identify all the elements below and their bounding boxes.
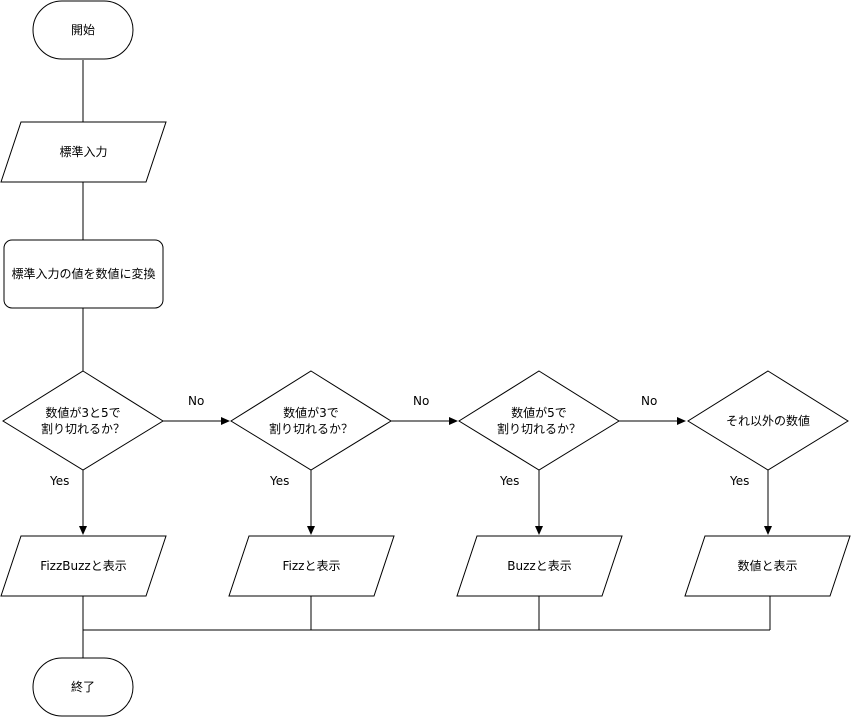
edge-label-no-2: No	[413, 394, 430, 408]
start-terminator	[32, 0, 134, 60]
edge-label-yes-1: Yes	[50, 474, 70, 488]
output-buzz-parallelogram	[456, 535, 623, 597]
output-fizz-parallelogram	[228, 535, 395, 597]
output-fizzbuzz-parallelogram	[0, 535, 167, 597]
connectors	[79, 60, 772, 658]
decision-other	[687, 370, 849, 471]
edge-label-no-1: No	[188, 394, 205, 408]
decision-buzz	[458, 370, 620, 471]
output-number-parallelogram	[684, 535, 851, 597]
edge-label-yes-2: Yes	[270, 474, 290, 488]
edge-label-yes-3: Yes	[500, 474, 520, 488]
input-parallelogram	[0, 121, 167, 183]
decision-fizzbuzz	[2, 370, 164, 471]
edge-label-no-3: No	[641, 394, 658, 408]
end-terminator	[32, 657, 134, 717]
decision-fizz	[230, 370, 392, 471]
edge-label-yes-4: Yes	[730, 474, 750, 488]
convert-process	[3, 239, 164, 309]
